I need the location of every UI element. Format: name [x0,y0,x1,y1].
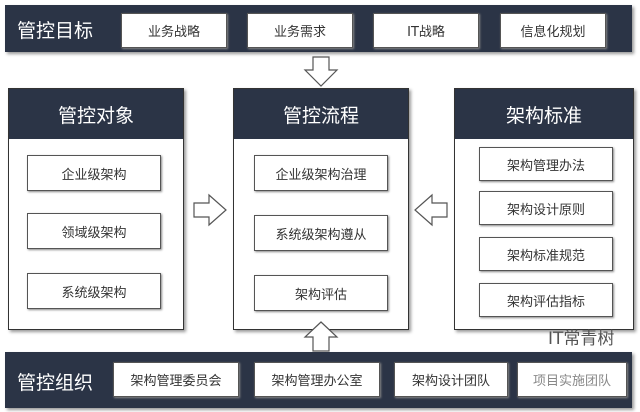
object-item: 领域级架构 [27,213,161,249]
goal-item: 业务战略 [121,13,227,48]
standards-panel: 架构标准 架构管理办法 架构设计原则 架构标准规范 架构评估指标 [454,88,634,330]
org-item: 项目实施团队 [517,362,627,397]
goal-item: IT战略 [373,13,479,48]
process-item: 系统级架构遵从 [254,215,388,251]
standards-title: 架构标准 [455,89,633,139]
org-bar: 管控组织 架构管理委员会 架构管理办公室 架构设计团队 项目实施团队 [5,352,632,408]
goal-item: 信息化规划 [500,13,606,48]
standard-item: 架构管理办法 [479,147,613,181]
object-item: 企业级架构 [27,155,161,191]
goal-item: 业务需求 [247,13,353,48]
process-item: 架构评估 [254,275,388,311]
arrow-down-icon [303,56,339,87]
org-title: 管控组织 [17,372,94,394]
standard-item: 架构标准规范 [479,237,613,271]
process-panel: 管控流程 企业级架构治理 系统级架构遵从 架构评估 [233,88,409,330]
watermark: IT常青树 [548,329,615,349]
arrow-left-icon [414,193,448,227]
objects-title: 管控对象 [9,89,183,139]
standard-item: 架构设计原则 [479,191,613,225]
standard-item: 架构评估指标 [479,283,613,317]
goals-title: 管控目标 [17,20,94,42]
org-item: 架构管理办公室 [254,362,380,397]
object-item: 系统级架构 [27,273,161,309]
arrow-up-icon [303,321,339,352]
process-title: 管控流程 [234,89,408,139]
arrow-right-icon [193,193,227,227]
org-item: 架构设计团队 [394,362,508,397]
org-item: 架构管理委员会 [113,362,239,397]
objects-panel: 管控对象 企业级架构 领域级架构 系统级架构 [8,88,184,330]
goals-bar: 管控目标 业务战略 业务需求 IT战略 信息化规划 [5,5,632,52]
process-item: 企业级架构治理 [254,155,388,191]
